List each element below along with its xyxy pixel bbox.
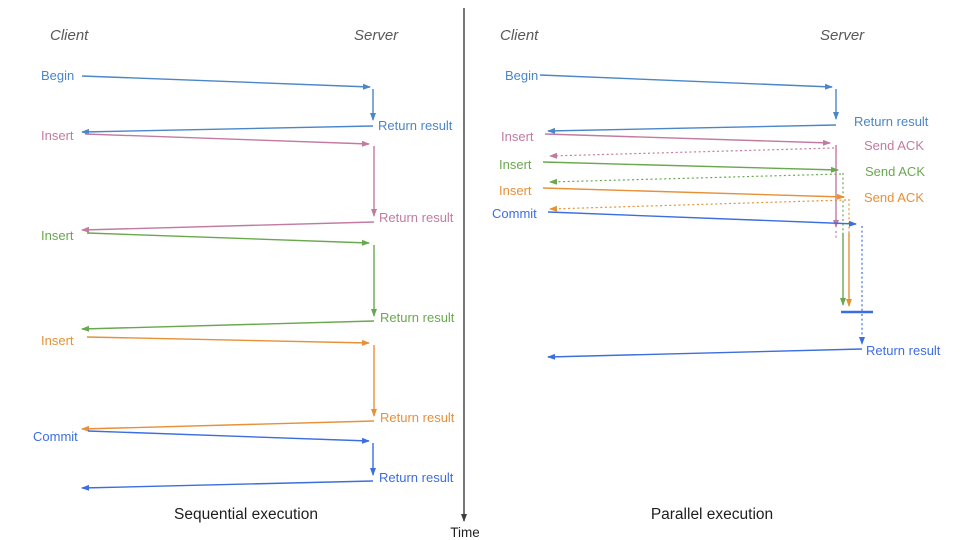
- right-commit-request-line: [547, 211, 857, 227]
- left-insert3-return-label: Return result: [380, 410, 455, 425]
- left-insert1-request-line: [84, 133, 370, 147]
- left-insert2-label: Insert: [41, 228, 74, 243]
- right-begin-request-line: [539, 74, 833, 90]
- left-insert3-return-line: [81, 420, 375, 432]
- left-begin-label: Begin: [41, 68, 74, 83]
- left-insert1-return-line: [81, 221, 375, 233]
- time-axis-label: Time: [450, 525, 480, 540]
- right-insert1-label: Insert: [501, 129, 534, 144]
- left-insert1-return-label: Return result: [379, 210, 454, 225]
- right-insert1-ack-label: Send ACK: [864, 138, 924, 153]
- right-commit-return-line: [547, 348, 863, 360]
- right-begin-return-label: Return result: [854, 114, 929, 129]
- left-panel-title: Sequential execution: [174, 506, 318, 523]
- right-commit-return-label: Return result: [866, 343, 941, 358]
- left-begin-return-line: [81, 125, 374, 135]
- right-insert2-label: Insert: [499, 157, 532, 172]
- left-insert3-request-line: [86, 336, 370, 346]
- left-insert2-return-label: Return result: [380, 310, 455, 325]
- right-insert3-request-line: [542, 187, 845, 200]
- left-commit-label: Commit: [33, 429, 78, 444]
- right-begin-label: Begin: [505, 68, 538, 83]
- right-insert1-ack-line: [549, 147, 835, 159]
- right-insert3-ack-label: Send ACK: [864, 190, 924, 205]
- right-client-label: Client: [500, 27, 539, 44]
- left-begin-return-label: Return result: [378, 118, 453, 133]
- left-insert3-label: Insert: [41, 333, 74, 348]
- left-commit-return-line: [81, 480, 374, 491]
- left-client-label: Client: [50, 27, 89, 44]
- left-server-label: Server: [354, 27, 399, 44]
- left-begin-request-line: [81, 75, 371, 90]
- right-server-label: Server: [820, 27, 865, 44]
- right-insert2-ack-line: [549, 173, 842, 185]
- right-insert1-request-line: [544, 133, 831, 146]
- left-commit-return-label: Return result: [379, 470, 454, 485]
- right-insert2-ack-label: Send ACK: [865, 164, 925, 179]
- left-insert1-label: Insert: [41, 128, 74, 143]
- right-panel-title: Parallel execution: [651, 506, 773, 523]
- left-insert2-return-line: [81, 320, 375, 332]
- left-commit-request-line: [87, 430, 370, 444]
- left-insert2-request-line: [86, 232, 370, 246]
- right-insert3-ack-line: [549, 199, 847, 212]
- right-insert2-request-line: [542, 161, 839, 173]
- right-insert3-label: Insert: [499, 183, 532, 198]
- right-commit-label: Commit: [492, 206, 537, 221]
- right-begin-return-line: [547, 124, 837, 134]
